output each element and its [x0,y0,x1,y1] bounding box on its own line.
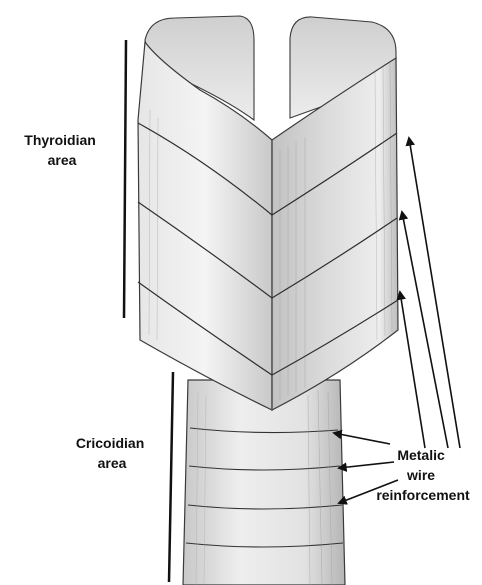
thyroidian-label: Thyroidian area [24,132,99,168]
arrow-3 [400,292,425,448]
thyroidian-label-line1: Thyroidian [24,132,96,148]
cricoidian-label-line1: Cricoidian [76,435,144,451]
arrow-4 [334,433,390,444]
cricoidian-label-line2: area [98,455,127,471]
arrow-1 [409,138,460,448]
thyroid-shield [138,16,398,410]
metal-wire-label-line2: wire [406,467,435,483]
thyroidian-bracket-line [124,40,126,318]
cricoidian-bracket-line [169,372,173,582]
metal-wire-label: Metalic wire reinforcement [376,447,470,503]
metal-wire-label-line1: Metalic [397,447,445,463]
cricoid-tube [183,380,345,585]
thyroidian-label-line2: area [48,152,77,168]
cricoidian-label: Cricoidian area [76,435,148,471]
metal-wire-label-line3: reinforcement [376,487,470,503]
arrow-5 [339,462,394,468]
